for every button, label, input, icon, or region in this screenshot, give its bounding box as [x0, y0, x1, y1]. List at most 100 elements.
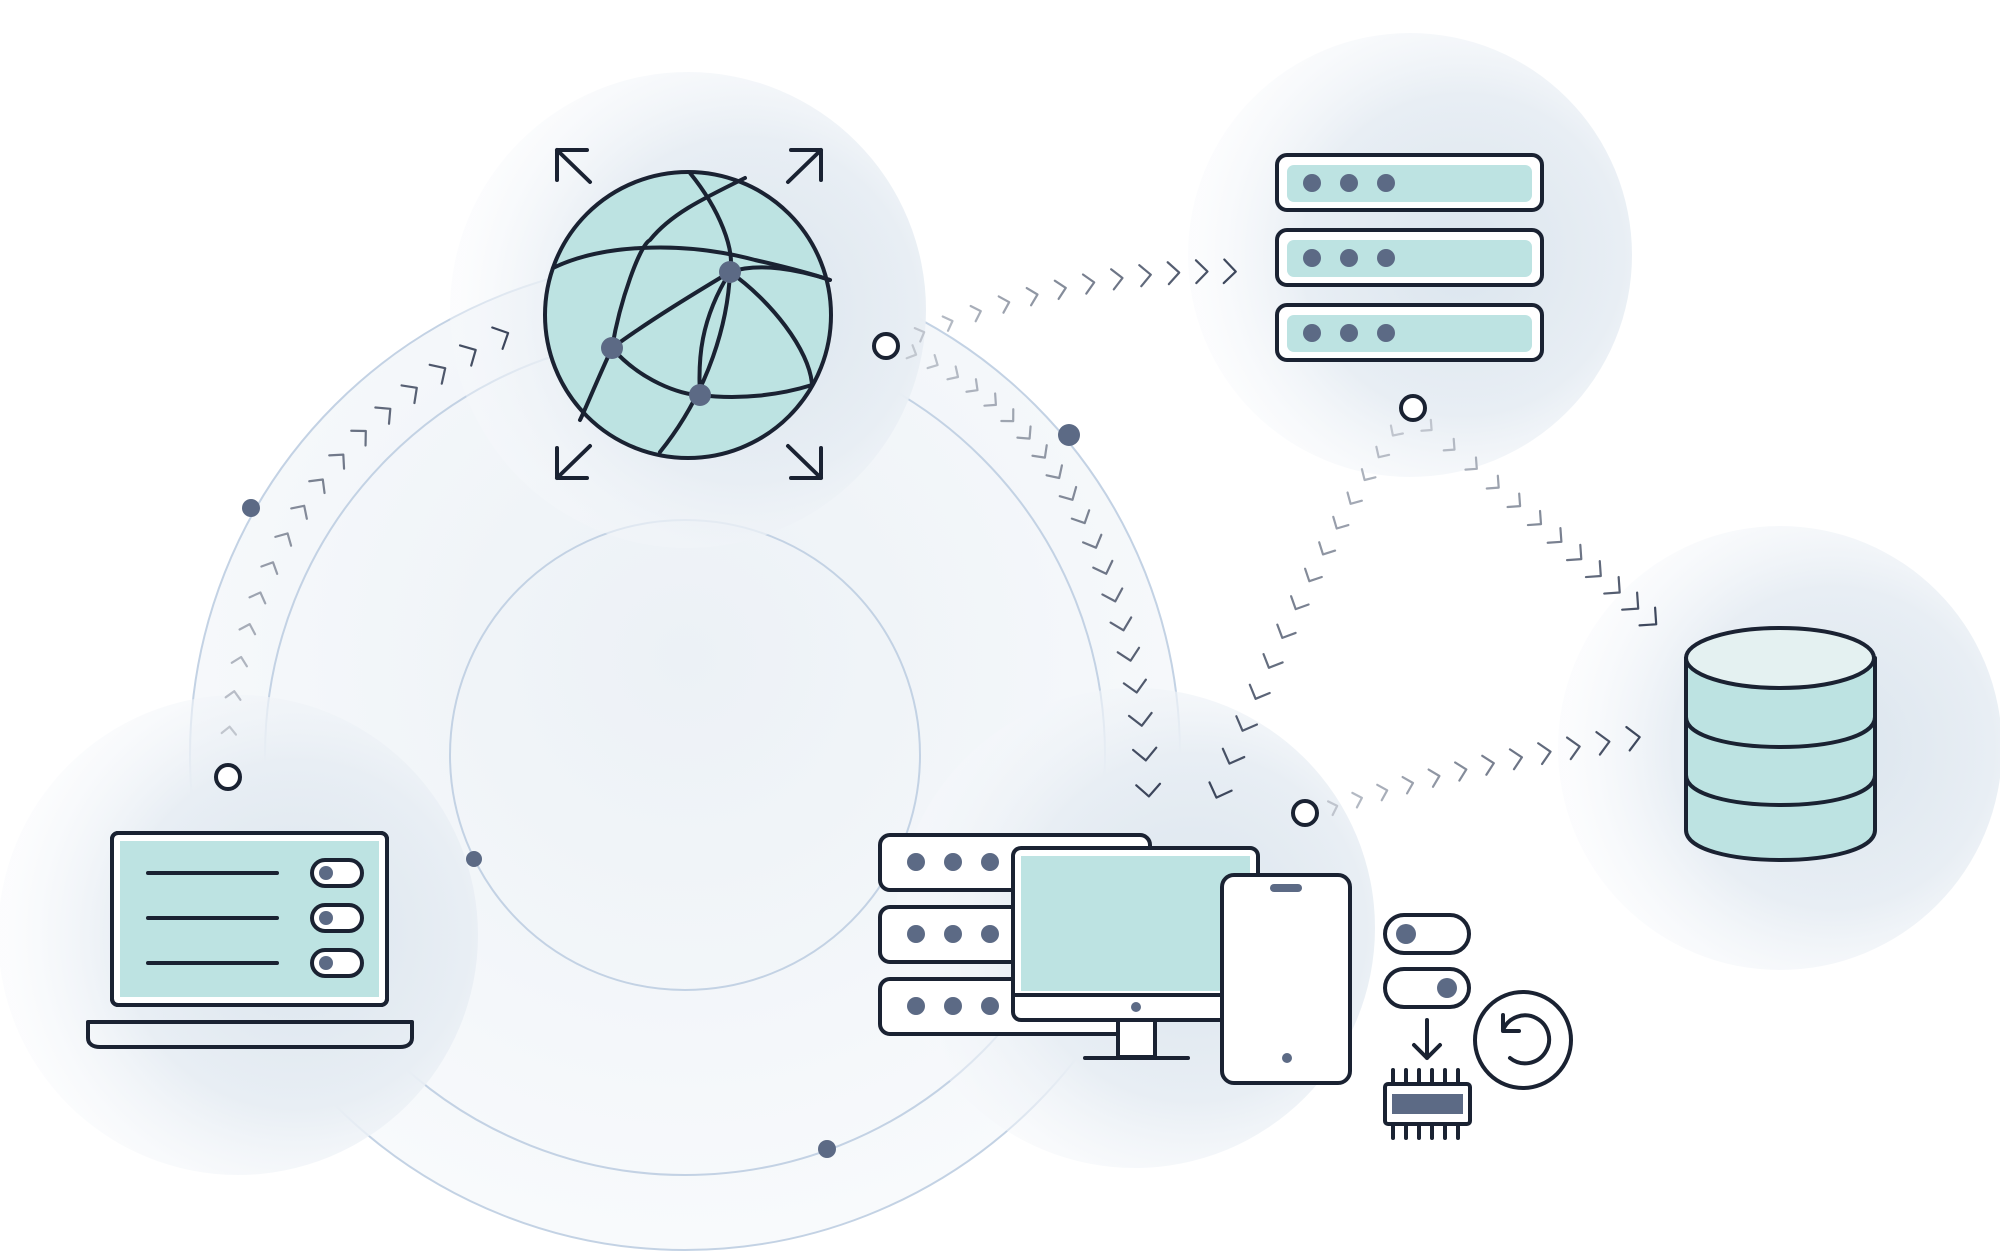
orbit-dot [242, 499, 260, 517]
flow-chevron [1621, 591, 1640, 611]
flow-chevron [1109, 616, 1133, 632]
flow-chevron [1375, 445, 1391, 459]
flow-chevron [1101, 587, 1124, 603]
flow-chevron [1031, 444, 1048, 459]
flow-chevron [1318, 541, 1337, 556]
flow-chevron [1584, 560, 1602, 579]
flow-chevron [1389, 424, 1404, 437]
flow-chevron [1565, 543, 1583, 562]
flow-chevron [290, 504, 308, 520]
flow-chevron [328, 453, 346, 470]
flow-chevron [1290, 595, 1310, 611]
flow-chevron [1122, 678, 1147, 694]
flow-chevron [1248, 683, 1271, 700]
flow-chevron [1135, 782, 1162, 798]
flow-chevron [220, 725, 238, 736]
flow-chevron [1376, 783, 1389, 802]
chip-icon [1383, 1068, 1472, 1140]
flow-chevron [946, 365, 960, 381]
flow-chevron [1565, 736, 1581, 761]
flow-chevron [428, 363, 447, 385]
flow-chevron [230, 655, 248, 668]
flow-chevron [1081, 533, 1103, 549]
flow-chevron [1595, 730, 1611, 756]
flow-chevron [1025, 286, 1039, 307]
flow-chevron [1481, 754, 1495, 776]
flow-chevron [1053, 279, 1067, 301]
flow-chevron [350, 429, 367, 447]
multi-device-icon [878, 833, 1352, 1085]
device-monitor [1011, 846, 1260, 1060]
flow-chevron [248, 591, 267, 605]
flow-chevron [905, 344, 918, 360]
flow-chevron [260, 561, 279, 575]
orbit-dot [466, 851, 482, 867]
toggle-switch-icon [1383, 913, 1471, 1060]
device-phone [1220, 873, 1352, 1085]
flow-chevron [238, 622, 257, 636]
flow-chevron [1303, 567, 1323, 583]
flow-chevron [1401, 775, 1415, 795]
connector-ring [1291, 799, 1319, 827]
flow-chevron [1508, 748, 1524, 771]
flow-chevron [1360, 468, 1377, 482]
flow-chevron [1506, 492, 1522, 509]
flow-chevron [1166, 261, 1181, 286]
flow-chevron [1221, 747, 1246, 765]
flow-chevron [1000, 408, 1015, 423]
flow-chevron [1603, 575, 1621, 595]
flow-chevron [1058, 485, 1078, 501]
flow-chevron [913, 327, 926, 343]
flow-chevron [941, 315, 954, 332]
connector-ring [872, 332, 900, 360]
flow-chevron [965, 378, 979, 393]
flow-chevron [926, 354, 939, 370]
flow-chevron [1045, 464, 1064, 480]
flow-chevron [1526, 509, 1543, 527]
flow-chevron [1464, 456, 1478, 471]
flow-chevron [1332, 515, 1350, 530]
flow-chevron [983, 392, 998, 407]
flow-chevron [1132, 746, 1158, 762]
orbit-markers [214, 332, 1427, 1158]
flow-chevron [1546, 527, 1563, 544]
flow-chevron [1235, 715, 1259, 732]
flow-arrows [220, 258, 1658, 817]
flow-chevron [1081, 273, 1096, 295]
orbit-dot [1058, 424, 1080, 446]
database-icon [1684, 626, 1877, 862]
flow-chevron [458, 344, 477, 367]
flow-chevron [1016, 425, 1032, 440]
flow-chevron [1116, 646, 1141, 662]
flow-chevron [491, 326, 510, 350]
flow-chevron [997, 295, 1011, 314]
flow-chevron [1092, 559, 1114, 575]
flow-chevron [224, 690, 242, 701]
flow-chevron [1262, 653, 1284, 669]
flow-chevron [1222, 258, 1237, 285]
connector-ring [1399, 394, 1427, 422]
flow-chevron [1194, 259, 1209, 285]
flow-chevron [969, 304, 982, 323]
flow-chevron [1420, 418, 1433, 432]
flow-chevron [274, 532, 293, 547]
orbit-dot [818, 1140, 836, 1158]
globe-icon [543, 148, 833, 480]
flow-chevron [1485, 474, 1500, 490]
flow-chevron [1326, 800, 1339, 817]
flow-chevron [1138, 264, 1152, 288]
flow-chevron [1454, 761, 1468, 782]
flow-chevron [1442, 437, 1456, 452]
refresh-icon [1473, 990, 1573, 1090]
flow-chevron [1127, 711, 1153, 727]
flow-chevron [308, 478, 326, 495]
flow-chevron [1110, 268, 1124, 291]
flow-chevron [1208, 781, 1233, 799]
flow-chevron [1537, 742, 1552, 766]
server-rack-icon [1275, 153, 1544, 362]
flow-chevron [1351, 791, 1364, 809]
flow-chevron [1070, 509, 1091, 525]
flow-chevron [1427, 768, 1441, 788]
